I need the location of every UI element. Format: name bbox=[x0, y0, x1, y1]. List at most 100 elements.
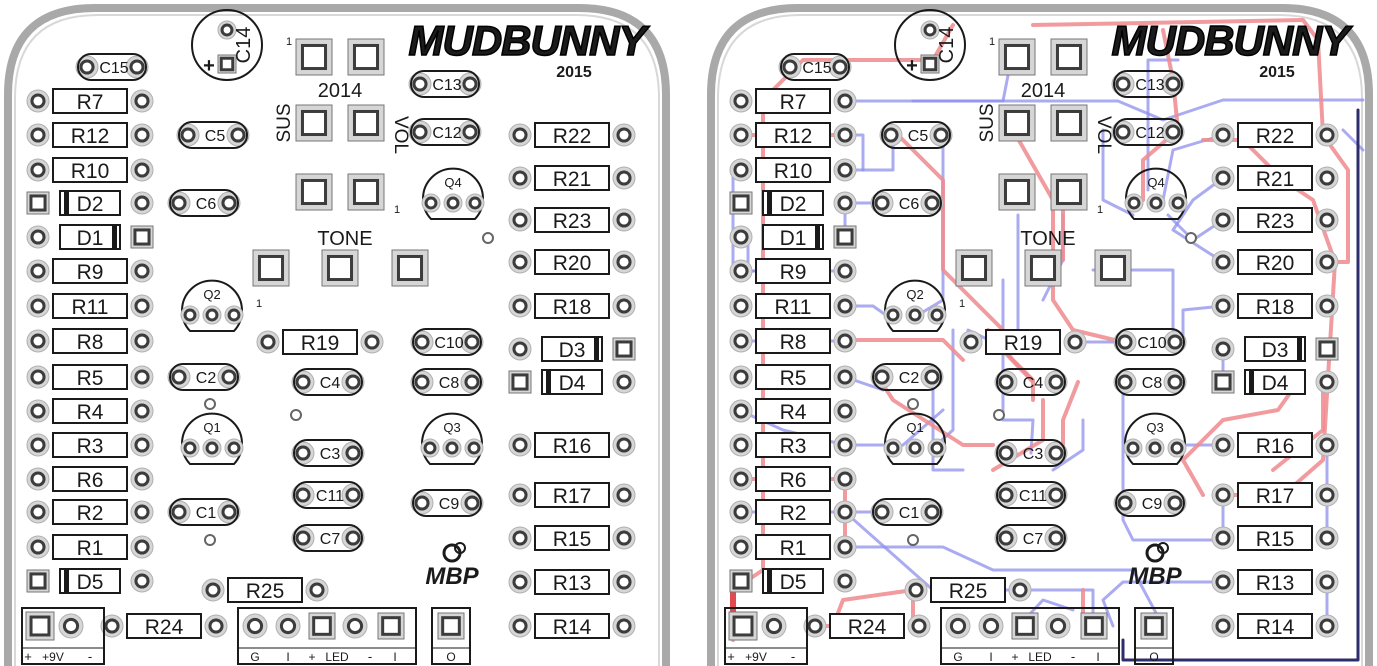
pad bbox=[291, 483, 315, 507]
pad bbox=[130, 123, 154, 147]
pad bbox=[508, 250, 532, 274]
resistor-label: R10 bbox=[774, 160, 813, 183]
pad bbox=[729, 399, 753, 423]
capacitor-label: C1 bbox=[196, 505, 217, 522]
diode-d4: D4 bbox=[508, 369, 636, 395]
pad bbox=[833, 123, 857, 147]
pad bbox=[226, 123, 250, 147]
power-pad-minus bbox=[761, 613, 787, 639]
capacitor-c4: C4 bbox=[291, 368, 365, 396]
pad bbox=[26, 89, 50, 113]
resistor-label: R18 bbox=[553, 296, 592, 319]
trace-bottom bbox=[931, 375, 965, 472]
pad bbox=[275, 613, 301, 639]
pad bbox=[907, 614, 931, 638]
pad bbox=[410, 491, 434, 515]
pad bbox=[217, 500, 241, 524]
square-pad bbox=[217, 54, 237, 74]
capacitor-c15: C15 bbox=[778, 53, 852, 81]
pad bbox=[833, 158, 857, 182]
pot-pad-tone-1 bbox=[252, 249, 290, 287]
trace-top bbox=[851, 338, 965, 362]
transistor-label: Q4 bbox=[444, 175, 461, 190]
capacitor-c12: C12 bbox=[1111, 118, 1185, 146]
trace-top bbox=[1011, 128, 1125, 344]
resistor-label: R19 bbox=[1004, 332, 1043, 355]
pad bbox=[729, 123, 753, 147]
transistor-label: Q1 bbox=[203, 420, 220, 435]
mbp-logo-text: MBP bbox=[1128, 563, 1182, 590]
pad bbox=[833, 569, 857, 593]
pad bbox=[26, 123, 50, 147]
mbp-logo: MBP bbox=[1128, 542, 1183, 590]
resistor-r24: R24 bbox=[803, 613, 931, 639]
resistor-label: R1 bbox=[780, 537, 807, 560]
capacitor-label: C3 bbox=[320, 446, 341, 463]
power-pad-minus bbox=[58, 613, 84, 639]
pad bbox=[508, 294, 532, 318]
footer-label-i2: I bbox=[393, 650, 396, 664]
pad bbox=[1315, 294, 1339, 318]
capacitor-c6: C6 bbox=[167, 189, 241, 217]
capacitor-label: C9 bbox=[439, 496, 460, 513]
resistor-r10: R10 bbox=[729, 157, 857, 183]
resistor-r3: R3 bbox=[729, 432, 857, 458]
pad bbox=[612, 123, 636, 147]
resistor-label: R12 bbox=[774, 125, 813, 148]
pad bbox=[167, 191, 191, 215]
resistor-r8: R8 bbox=[729, 328, 857, 354]
pad bbox=[1163, 491, 1187, 515]
pad bbox=[870, 191, 894, 215]
pad bbox=[508, 166, 532, 190]
capacitor-label: C15 bbox=[99, 60, 128, 77]
pad bbox=[408, 72, 432, 96]
pad bbox=[256, 330, 280, 354]
pad bbox=[729, 89, 753, 113]
pad bbox=[360, 330, 384, 354]
pad bbox=[920, 365, 944, 389]
capacitor-c2: C2 bbox=[167, 363, 241, 391]
power-pad-plus bbox=[25, 611, 55, 641]
capacitor-label: C15 bbox=[802, 60, 831, 77]
capacitor-label: C12 bbox=[1135, 125, 1164, 142]
pad bbox=[167, 365, 191, 389]
pad bbox=[1113, 370, 1137, 394]
resistor-label: R4 bbox=[77, 401, 104, 424]
resistor-r23: R23 bbox=[1211, 207, 1339, 233]
pot-pad-tone-a bbox=[295, 173, 333, 211]
diode-label: D5 bbox=[780, 571, 807, 594]
pad bbox=[1113, 330, 1137, 354]
resistor-label: R22 bbox=[553, 125, 592, 148]
square-pad bbox=[508, 370, 532, 394]
pad bbox=[1211, 208, 1235, 232]
resistor-r20: R20 bbox=[508, 249, 636, 275]
diode-label: D4 bbox=[1262, 372, 1289, 395]
pot-pad-tone-a bbox=[998, 173, 1036, 211]
resistor-label: R11 bbox=[775, 296, 812, 319]
trace-top bbox=[1181, 380, 1300, 497]
resistor-r12: R12 bbox=[729, 122, 857, 148]
capacitor-c13: C13 bbox=[1111, 70, 1185, 98]
footer-label-led-plus: + bbox=[308, 650, 315, 664]
diode-d3: D3 bbox=[1211, 336, 1339, 362]
diode-d2: D2 bbox=[729, 190, 857, 216]
capacitor-c8: C8 bbox=[1113, 368, 1187, 396]
cathode-band bbox=[546, 370, 551, 394]
pad bbox=[612, 208, 636, 232]
resistor-label: R18 bbox=[1256, 296, 1295, 319]
resistor-label: R24 bbox=[145, 616, 184, 639]
resistor-r9: R9 bbox=[729, 258, 857, 284]
pad bbox=[978, 613, 1004, 639]
pot-pad-tone-1 bbox=[955, 249, 993, 287]
square-pad bbox=[1315, 337, 1339, 361]
capacitor-label: C2 bbox=[196, 370, 217, 387]
square-pad bbox=[130, 225, 154, 249]
pad bbox=[508, 483, 532, 507]
resistor-label: R19 bbox=[301, 332, 340, 355]
footer-label-plus: + bbox=[24, 649, 32, 664]
pad bbox=[994, 526, 1018, 550]
pad bbox=[408, 120, 432, 144]
footer-label-9v: +9V bbox=[42, 650, 64, 664]
pot-pad-tone-b bbox=[347, 173, 385, 211]
resistor-label: R21 bbox=[553, 168, 592, 191]
